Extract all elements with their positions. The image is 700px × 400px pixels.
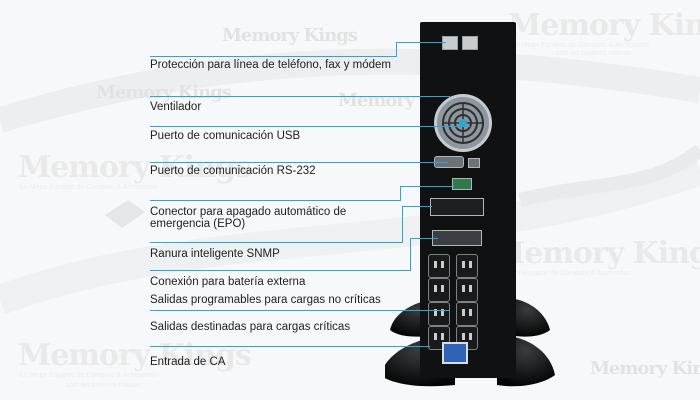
fan-icon [434, 94, 492, 152]
watermark-logo: Memory Kings [18, 338, 252, 373]
callout-line-phone [150, 56, 396, 57]
watermark-logo: Memory Kings [492, 236, 700, 271]
watermark-tagline-2: ...sólo las mejores marcas [60, 382, 142, 389]
label-critical-outlets: Salidas destinadas para cargas críticas [150, 321, 351, 333]
watermark-tagline: Lo Mejor Equipos de Cómputo & Accesorios [494, 270, 631, 277]
callout-line-epo [400, 186, 454, 187]
callout-line-epo [400, 186, 401, 201]
phone-in-jack [442, 36, 458, 50]
label-rs232-port: Puerto de comunicación RS-232 [150, 165, 316, 177]
label-epo-line1: Conector para apagado automático de [150, 206, 347, 218]
outlet-icon [428, 278, 450, 302]
callout-line-fan [150, 96, 450, 97]
outlet-icon [428, 254, 450, 278]
callout-line-battery [410, 238, 411, 271]
callout-line-usb [150, 126, 470, 127]
outlet-icon [456, 278, 478, 302]
label-snmp-slot: Ranura inteligente SNMP [150, 248, 280, 260]
battery-connector-icon [432, 230, 482, 246]
label-external-battery: Conexión para batería externa [150, 276, 306, 288]
watermark-tagline: Lo Mejor Equipos de Cómputo & Accesorios [20, 184, 157, 191]
watermark-logo: Memory Kings [96, 82, 232, 103]
snmp-slot-icon [430, 198, 484, 216]
callout-line-ac [150, 346, 430, 347]
watermark-tagline-2: ...sólo las mejores marcas [550, 50, 632, 57]
callout-line-snmp [150, 242, 402, 243]
callout-line-battery [150, 270, 410, 271]
watermark-tagline: Lo Mejor Equipos de Cómputo & Accesorios [20, 372, 157, 379]
callout-line-critical [150, 310, 450, 311]
label-phone-protection: Protección para línea de teléfono, fax y… [150, 59, 392, 71]
watermark-logo: Memory Kings [508, 8, 700, 43]
ac-input-icon [442, 342, 468, 364]
watermark-tagline: Lo Mejor Equipos de Cómputo & Accesorios [512, 42, 649, 49]
callout-line-rs232 [150, 162, 448, 163]
callout-line-snmp [402, 206, 432, 207]
callout-line-battery [410, 238, 438, 239]
outlet-icon [428, 302, 450, 326]
label-fan: Ventilador [150, 101, 202, 113]
outlet-icon [456, 302, 478, 326]
usb-port-icon [468, 158, 480, 168]
callout-line-phone [396, 42, 397, 57]
watermark-logo: Memory Kings [18, 150, 252, 185]
callout-line-snmp [402, 206, 403, 243]
label-epo-line2: emergencia (EPO) [150, 218, 246, 230]
watermark-logo: Memory Kings [222, 25, 358, 46]
label-ac-input: Entrada de CA [150, 356, 226, 368]
callout-line-epo [150, 200, 400, 201]
callout-line-phone [396, 42, 446, 43]
phone-out-jack [462, 36, 478, 50]
epo-connector-icon [452, 178, 472, 190]
ups-rear-panel [420, 22, 516, 378]
label-programmable-outlets: Salidas programables para cargas no crít… [150, 294, 381, 306]
label-usb-port: Puerto de comunicación USB [150, 130, 301, 142]
outlet-icon [456, 254, 478, 278]
watermark-logo: Memory Kings [590, 358, 700, 379]
